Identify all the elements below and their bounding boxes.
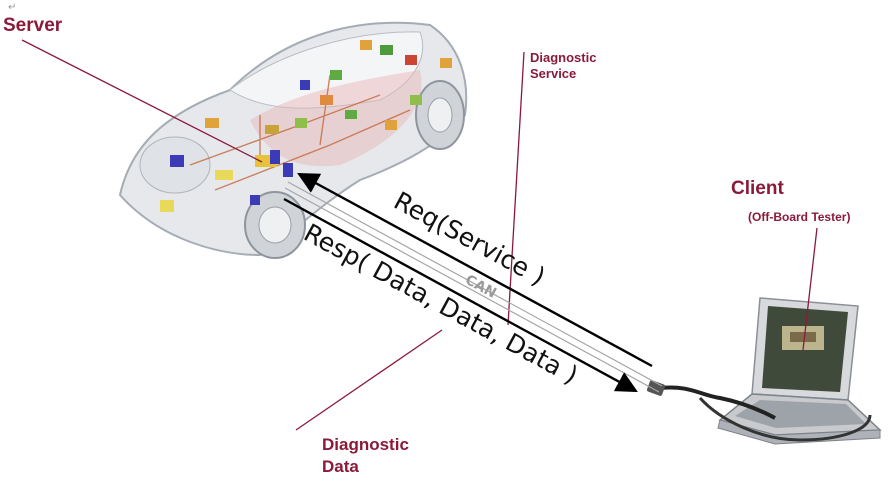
diagnostic-data-label: Diagnostic Data: [322, 434, 409, 478]
client-sub-label: (Off-Board Tester): [748, 210, 851, 224]
diagnostic-service-label: Diagnostic Service: [530, 50, 596, 82]
diagnostic-data-line-1: Diagnostic: [322, 435, 409, 454]
can-bus-line-upper: [287, 181, 663, 387]
return-mark: ↵: [8, 2, 17, 13]
server-label: Server: [3, 15, 63, 36]
diagnostic-service-line-1: Diagnostic: [530, 50, 597, 65]
client-leader-line: [802, 227, 818, 351]
laptop-illustration: [646, 297, 882, 445]
diagnostic-service-leader-line: [507, 51, 525, 326]
client-label: Client: [731, 178, 784, 199]
can-bus-line-lower: [284, 187, 660, 393]
diagnostic-data-line-2: Data: [322, 457, 359, 476]
diagnostic-data-leader-line: [295, 329, 443, 431]
diagnostic-service-line-2: Service: [530, 66, 577, 81]
request-arrow: [297, 172, 653, 368]
car-illustration: [118, 21, 468, 259]
response-arrow: [283, 197, 638, 393]
server-leader-line: [21, 39, 263, 163]
